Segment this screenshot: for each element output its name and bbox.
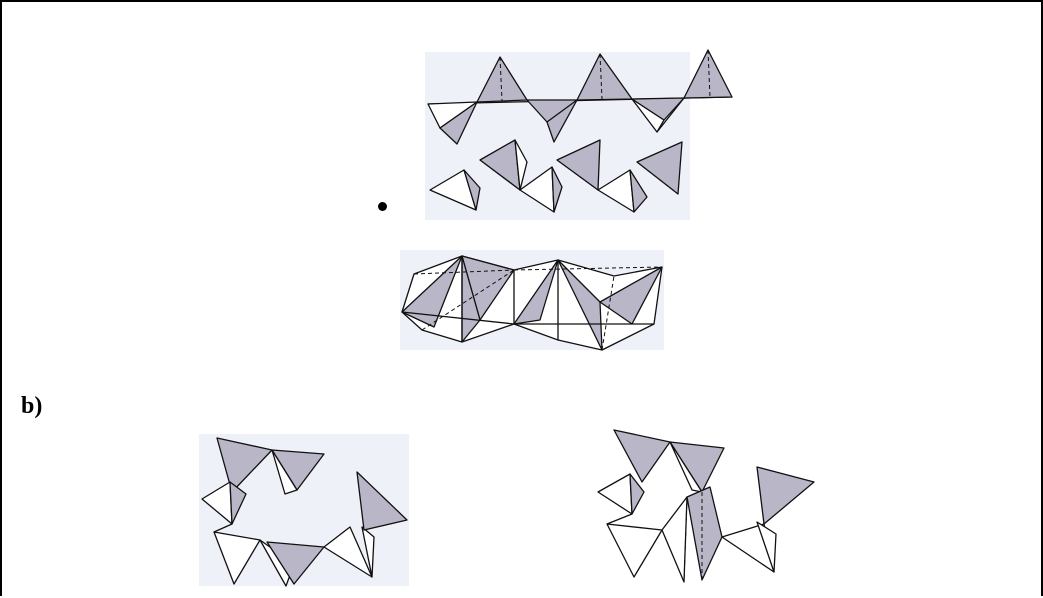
curled-chain-left — [199, 434, 409, 586]
tetrahedron — [757, 467, 814, 524]
curled-chain-right — [598, 430, 814, 582]
octahedra-chain — [400, 250, 664, 350]
tetrahedron — [607, 524, 662, 577]
tetrahedron — [614, 430, 670, 482]
tetrahedron — [598, 474, 632, 514]
tetrahedron — [687, 487, 722, 580]
tetrahedron — [662, 497, 687, 582]
